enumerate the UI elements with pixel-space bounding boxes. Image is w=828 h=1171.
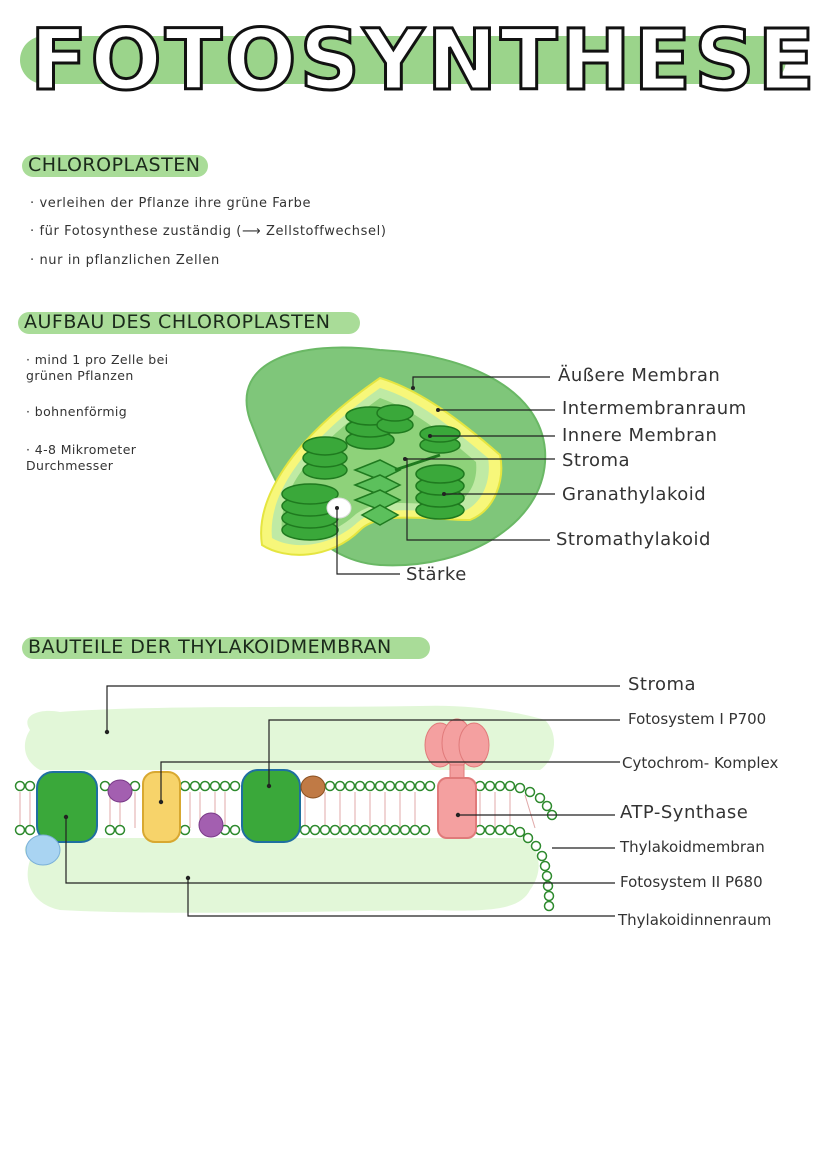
label-thylakoid-lumen: Thylakoidinnenraum bbox=[618, 911, 772, 929]
label-thylakoid-stroma: Stroma bbox=[628, 674, 697, 695]
chloroplast-leader-dots bbox=[335, 386, 446, 510]
chloroplast-diagram bbox=[245, 346, 555, 575]
bullet-chloroplasten-1: · verleihen der Pflanze ihre grüne Farbe bbox=[30, 196, 312, 211]
section-heading-aufbau: AUFBAU DES CHLOROPLASTEN bbox=[24, 311, 331, 333]
heading-highlight-aufbau bbox=[18, 312, 360, 334]
page-title: FOTOSYNTHESE bbox=[29, 11, 818, 109]
plastocyanin-protein bbox=[198, 812, 224, 838]
label-starch: Stärke bbox=[406, 564, 467, 585]
thylakoid-leader-lines bbox=[65, 685, 620, 917]
label-outer-membrane: Äußere Membran bbox=[558, 365, 721, 386]
fotosystem-2-protein bbox=[36, 771, 98, 843]
thylakoid-leader-dots bbox=[63, 729, 461, 881]
label-fotosystem-1: Fotosystem I P700 bbox=[628, 710, 767, 728]
label-inner-membrane: Innere Membran bbox=[562, 425, 718, 446]
bullet-chloroplasten-3: · nur in pflanzlichen Zellen bbox=[30, 253, 220, 268]
label-atp-synthase: ATP-Synthase bbox=[620, 802, 749, 823]
thylakoid-membrane-diagram bbox=[14, 685, 620, 917]
bullet-aufbau-2: · bohnenförmig bbox=[26, 404, 128, 419]
title-highlight bbox=[20, 36, 786, 84]
fotosystem-1-protein bbox=[241, 769, 301, 843]
label-stroma: Stroma bbox=[562, 450, 631, 471]
lumen-region bbox=[24, 838, 539, 913]
stroma-thylakoid-lamella bbox=[394, 453, 441, 472]
chloroplast-leader-lines bbox=[336, 376, 555, 575]
section-heading-chloroplasten: CHLOROPLASTEN bbox=[28, 154, 201, 176]
heading-highlight-thylakoid bbox=[22, 637, 430, 659]
blue-oec-protein bbox=[25, 834, 61, 866]
grana-stack-right bbox=[415, 425, 465, 520]
label-cytochrom-komplex: Cytochrom- Komplex bbox=[622, 754, 779, 772]
bullet-chloroplasten-2: · für Fotosynthese zuständig (⟶ Zellstof… bbox=[30, 224, 387, 239]
grana-stack-top bbox=[345, 404, 414, 450]
label-fotosystem-2: Fotosystem II P680 bbox=[620, 873, 763, 891]
stroma-region bbox=[24, 705, 555, 770]
label-thylakoid-membrane: Thylakoidmembran bbox=[620, 838, 765, 856]
grana-stack-center bbox=[352, 459, 402, 526]
label-stromathylakoid: Stromathylakoid bbox=[556, 529, 711, 550]
bullet-aufbau-1: · mind 1 pro Zelle bei grünen Pflanzen bbox=[26, 352, 169, 383]
atp-synthase-protein bbox=[424, 718, 490, 839]
section-heading-thylakoid: BAUTEILE DER THYLAKOIDMEMBRAN bbox=[28, 636, 392, 658]
label-granathylakoid: Granathylakoid bbox=[562, 484, 707, 505]
bullet-aufbau-3: · 4-8 Mikrometer Durchmesser bbox=[26, 442, 137, 473]
label-intermembrane: Intermembranraum bbox=[562, 398, 747, 419]
grana-stack-mid bbox=[302, 436, 348, 480]
plastoquinone-protein bbox=[107, 779, 133, 803]
lipid-heads-bottom bbox=[14, 824, 555, 912]
heading-highlight-chloroplasten bbox=[22, 155, 208, 177]
ferredoxin-protein bbox=[300, 775, 326, 799]
